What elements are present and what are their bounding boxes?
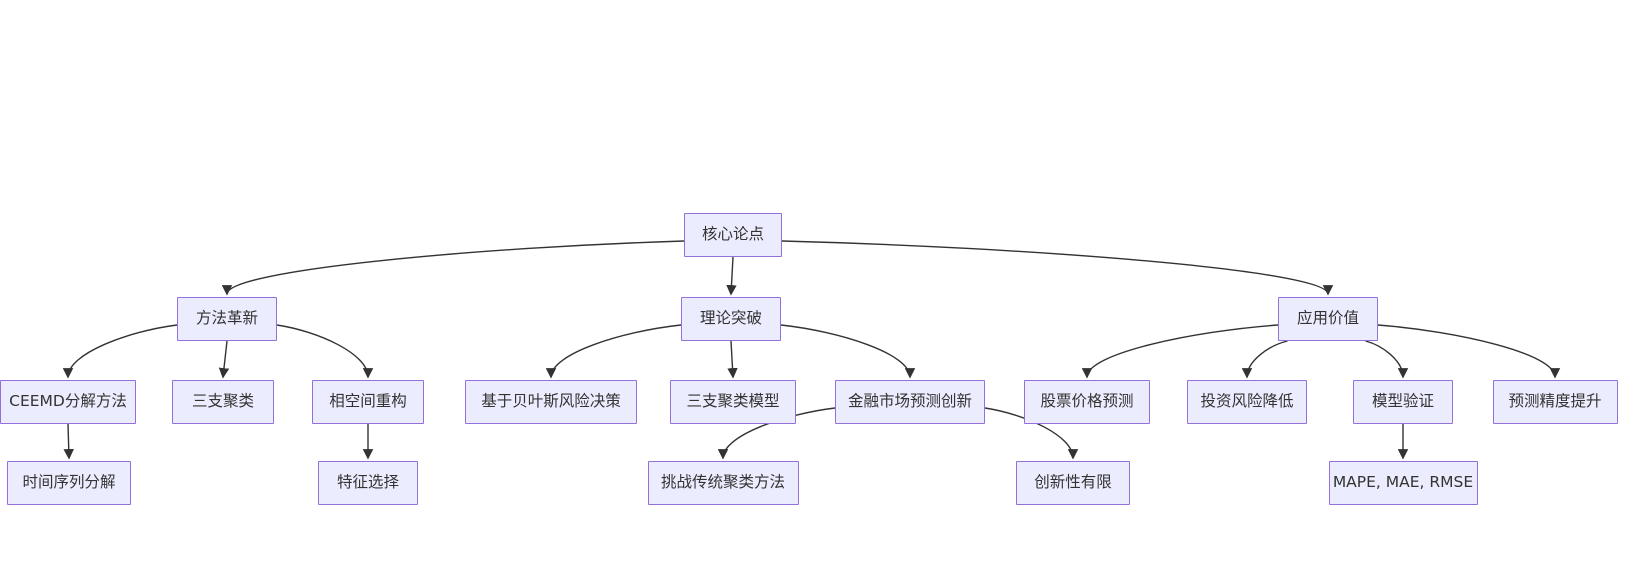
- edge-core-thesis--theory-breakthrough: [726, 256, 737, 296]
- edge-method-innovation--ceemd-decomposition: [62, 324, 178, 379]
- node-label: 理论突破: [699, 309, 762, 328]
- edge-method-innovation--three-way-clustering: [218, 340, 230, 379]
- node-label: 创新性有限: [1034, 473, 1112, 492]
- edge-core-thesis--application-value: [781, 240, 1334, 296]
- node-label: 金融市场预测创新: [847, 392, 972, 411]
- node-label: 预测精度提升: [1508, 392, 1602, 411]
- node-application-value: 应用价值: [1278, 297, 1378, 341]
- node-prediction-accuracy-improvement: 预测精度提升: [1492, 380, 1618, 424]
- node-label: 时间序列分解: [22, 473, 116, 492]
- node-label: 三支聚类模型: [686, 392, 780, 411]
- node-model-validation: 模型验证: [1353, 380, 1453, 424]
- node-label: 应用价值: [1296, 309, 1359, 328]
- node-bayesian-risk-decision: 基于贝叶斯风险决策: [465, 380, 637, 424]
- node-limited-innovation: 创新性有限: [1016, 461, 1130, 505]
- edge-theory-breakthrough--bayesian-risk-decision: [545, 324, 682, 379]
- node-label: 股票价格预测: [1040, 392, 1134, 411]
- node-challenge-traditional-clustering: 挑战传统聚类方法: [647, 461, 799, 505]
- node-financial-market-prediction-innovation: 金融市场预测创新: [835, 380, 985, 424]
- node-label: 三支聚类: [191, 392, 254, 411]
- node-feature-selection: 特征选择: [318, 461, 418, 505]
- edge-core-thesis--method-innovation: [221, 240, 685, 296]
- node-label: 模型验证: [1371, 392, 1434, 411]
- node-label: MAPE, MAE, RMSE: [1332, 473, 1474, 492]
- node-method-innovation: 方法革新: [177, 297, 277, 341]
- edge-application-value--prediction-accuracy-improvement: [1377, 324, 1561, 379]
- node-label: CEEMD分解方法: [9, 392, 127, 411]
- node-three-way-clustering: 三支聚类: [172, 380, 274, 424]
- node-stock-price-prediction: 股票价格预测: [1024, 380, 1150, 424]
- edge-application-value--model-validation: [1365, 340, 1409, 379]
- node-label: 核心论点: [701, 225, 764, 244]
- node-label: 方法革新: [195, 309, 258, 328]
- node-ceemd-decomposition: CEEMD分解方法: [0, 380, 136, 424]
- node-core-thesis: 核心论点: [684, 213, 782, 257]
- node-phase-space-reconstruction: 相空间重构: [312, 380, 424, 424]
- node-theory-breakthrough: 理论突破: [681, 297, 781, 341]
- node-time-series-decomposition: 时间序列分解: [7, 461, 131, 505]
- node-three-way-clustering-model: 三支聚类模型: [670, 380, 796, 424]
- node-label: 相空间重构: [329, 392, 407, 411]
- node-label: 基于贝叶斯风险决策: [481, 392, 621, 411]
- edge-application-value--stock-price-prediction: [1081, 324, 1279, 379]
- node-investment-risk-reduction: 投资风险降低: [1187, 380, 1307, 424]
- node-label: 投资风险降低: [1200, 392, 1294, 411]
- edge-method-innovation--phase-space-reconstruction: [276, 324, 374, 379]
- edge-application-value--investment-risk-reduction: [1241, 340, 1288, 379]
- edge-group: [62, 240, 1561, 460]
- edge-financial-market-prediction-innovation--challenge-traditional-clustering: [717, 407, 836, 460]
- edge-theory-breakthrough--financial-market-prediction-innovation: [780, 324, 916, 379]
- edge-ceemd-decomposition--time-series-decomposition: [63, 423, 74, 460]
- edge-financial-market-prediction-innovation--limited-innovation: [984, 407, 1079, 460]
- node-label: 特征选择: [336, 473, 399, 492]
- edge-theory-breakthrough--three-way-clustering-model: [727, 340, 738, 379]
- node-label: 挑战传统聚类方法: [660, 473, 785, 492]
- node-error-metrics: MAPE, MAE, RMSE: [1328, 461, 1478, 505]
